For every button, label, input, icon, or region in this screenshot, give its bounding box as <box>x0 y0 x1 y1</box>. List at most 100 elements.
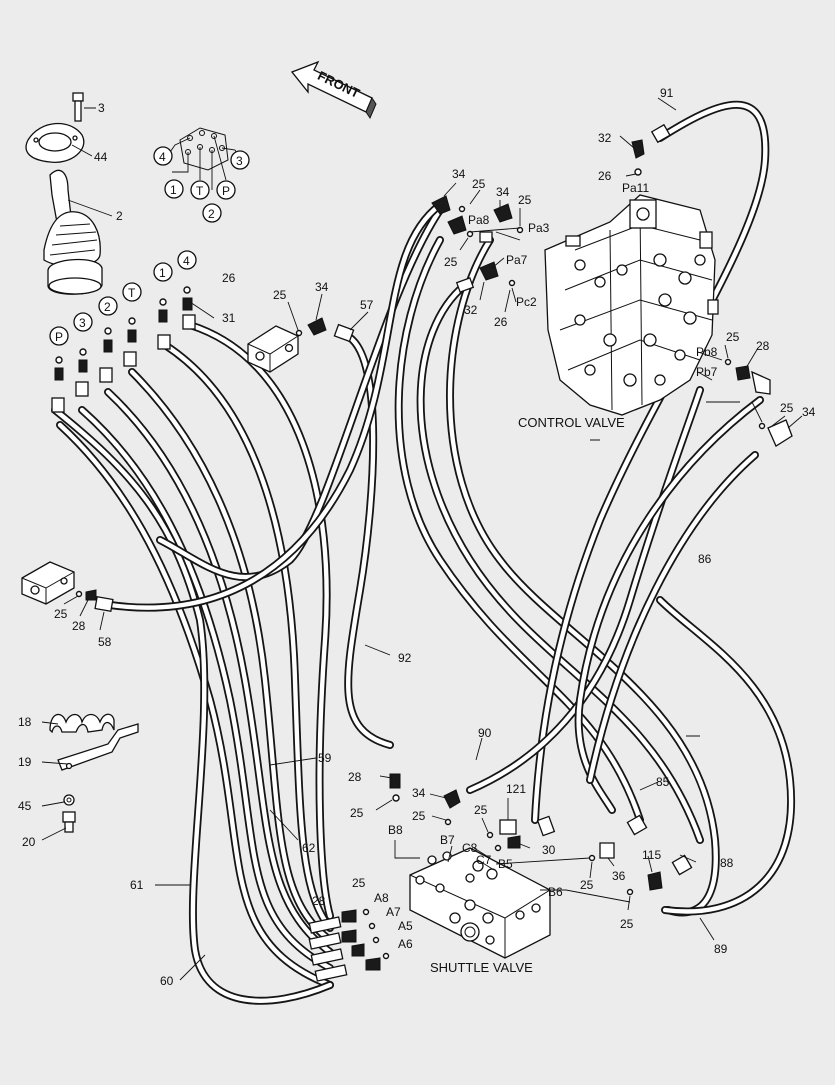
callout-34-top2: 34 <box>496 185 510 199</box>
callout-25-mid: 25 <box>350 806 364 820</box>
port-b8: B8 <box>388 823 403 837</box>
callout-25-right: 25 <box>580 878 594 892</box>
shuttle-valve-fittings <box>308 773 693 982</box>
bolt-3 <box>72 92 84 122</box>
port-labels: Pa11 Pa8 Pa3 Pa7 Pc2 Pb8 Pb7 B8 B7 C8 C7… <box>374 181 718 951</box>
callout-25-shuttle: 25 <box>352 876 366 890</box>
callout-25-pb: 25 <box>726 330 740 344</box>
callout-25-pb2: 25 <box>780 401 794 415</box>
callout-25-top3: 25 <box>444 255 458 269</box>
callout-32-top: 32 <box>598 131 612 145</box>
circled-identifiers: 4 1 T 2 P 3 1 4 2 T P 3 <box>49 146 250 346</box>
callout-34-top1: 34 <box>452 167 466 181</box>
joystick-2 <box>43 169 103 295</box>
port-pc2: Pc2 <box>516 295 537 309</box>
port-pa3: Pa3 <box>528 221 550 235</box>
callout-85: 85 <box>656 775 670 789</box>
port-a8: A8 <box>374 891 389 905</box>
clamp-and-bracket <box>49 713 139 833</box>
circled-mid-3: 3 <box>79 316 86 330</box>
callout-18: 18 <box>18 715 32 729</box>
callout-30: 30 <box>542 843 556 857</box>
front-arrow: FRONT <box>290 60 377 120</box>
circled-mid-P: P <box>55 330 63 344</box>
plate-44 <box>25 122 85 163</box>
callout-90: 90 <box>478 726 492 740</box>
circled-mid-4: 4 <box>183 254 190 268</box>
callout-92: 92 <box>398 651 412 665</box>
callout-25: 25 <box>273 288 287 302</box>
callout-25-right2: 25 <box>620 917 634 931</box>
callout-88: 88 <box>720 856 734 870</box>
callout-25-top1: 25 <box>472 177 486 191</box>
circled-mid-T: T <box>128 286 136 300</box>
shuttle-valve <box>409 847 551 959</box>
callout-58: 58 <box>98 635 112 649</box>
callout-61: 61 <box>130 878 144 892</box>
callout-34-pb: 34 <box>802 405 816 419</box>
callout-28-pb: 28 <box>756 339 770 353</box>
circled-top-T: T <box>196 184 204 198</box>
callout-25-mid2: 25 <box>412 809 426 823</box>
shuttle-valve-title: SHUTTLE VALVE <box>430 960 533 975</box>
port-pa8: Pa8 <box>468 213 490 227</box>
callout-31: 31 <box>222 311 236 325</box>
callout-25-top2: 25 <box>518 193 532 207</box>
callout-59: 59 <box>318 751 332 765</box>
callout-86: 86 <box>698 552 712 566</box>
callout-91: 91 <box>660 86 674 100</box>
circled-top-2: 2 <box>208 207 215 221</box>
adapter-fittings <box>54 286 193 381</box>
port-b6: B6 <box>548 885 563 899</box>
port-pa11: Pa11 <box>622 181 649 195</box>
callout-121: 121 <box>506 782 526 796</box>
port-pb8: Pb8 <box>696 345 718 359</box>
circled-mid-1: 1 <box>159 266 166 280</box>
port-pa7: Pa7 <box>506 253 528 267</box>
circled-top-1: 1 <box>170 183 177 197</box>
callout-28-shuttle: 28 <box>312 894 326 908</box>
callout-20: 20 <box>22 835 36 849</box>
port-a7: A7 <box>386 905 401 919</box>
callout-25-left: 25 <box>54 607 68 621</box>
control-valve <box>544 194 719 416</box>
callout-44: 44 <box>94 150 108 164</box>
callout-2: 2 <box>116 209 123 223</box>
callout-115: 115 <box>642 848 661 862</box>
callout-45: 45 <box>18 799 32 813</box>
callout-26: 26 <box>222 271 236 285</box>
callout-26-top: 26 <box>598 169 612 183</box>
port-a6: A6 <box>398 937 413 951</box>
port-pb7: Pb7 <box>696 365 718 379</box>
callout-19: 19 <box>18 755 32 769</box>
port-a5: A5 <box>398 919 413 933</box>
hose-bundle <box>51 100 796 1005</box>
callout-60: 60 <box>160 974 174 988</box>
callout-34-mid: 34 <box>412 786 426 800</box>
callout-89: 89 <box>714 942 728 956</box>
manifold-block-top <box>247 317 355 373</box>
control-valve-title: CONTROL VALVE <box>518 415 625 430</box>
port-pattern <box>167 127 239 190</box>
callout-labels: 3 44 2 26 31 25 34 57 25 28 58 18 19 45 … <box>18 86 816 988</box>
callout-28-left: 28 <box>72 619 86 633</box>
circled-top-P: P <box>222 184 230 198</box>
circled-top-4: 4 <box>159 150 166 164</box>
port-b5: B5 <box>498 857 513 871</box>
callout-34: 34 <box>315 280 329 294</box>
circled-top-3: 3 <box>236 154 243 168</box>
callout-26-mid: 26 <box>494 315 508 329</box>
circled-mid-2: 2 <box>104 300 111 314</box>
callout-62: 62 <box>302 841 316 855</box>
hose-ends-left <box>51 314 196 413</box>
port-c7: C7 <box>476 853 492 867</box>
control-valve-fittings <box>431 123 793 447</box>
callout-3: 3 <box>98 101 105 115</box>
callout-28-mid: 28 <box>348 770 362 784</box>
joystick-assembly <box>25 92 239 413</box>
callout-36: 36 <box>612 869 626 883</box>
leader-lines <box>41 97 803 981</box>
port-c8: C8 <box>462 841 478 855</box>
